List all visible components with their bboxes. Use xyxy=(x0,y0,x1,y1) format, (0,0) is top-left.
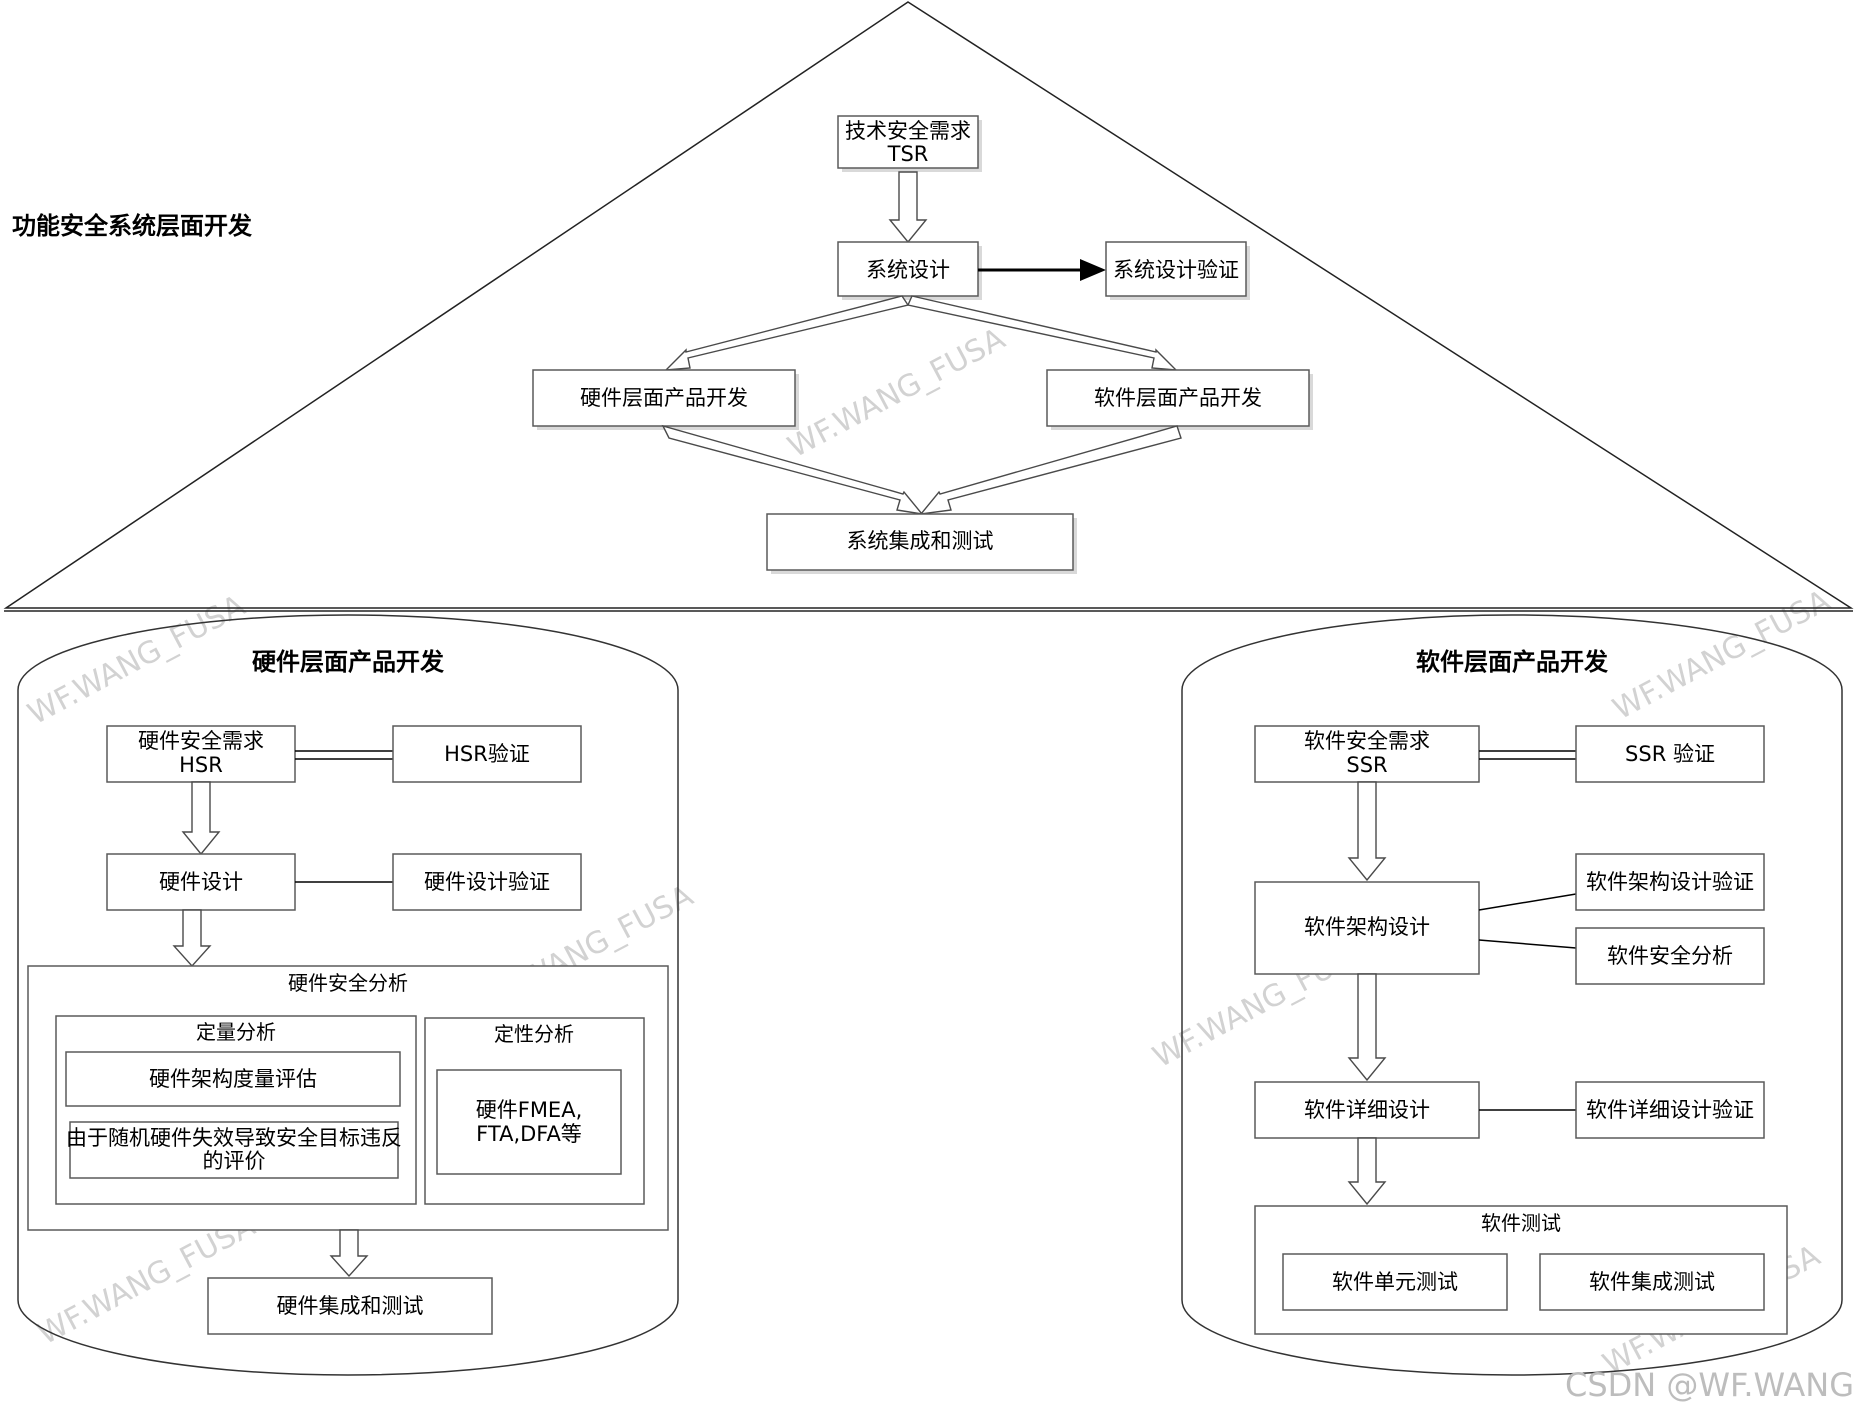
qual-items-label: 硬件FMEA, xyxy=(476,1098,583,1122)
hsr-verify-box xyxy=(392,725,582,783)
quant-label: 定量分析 xyxy=(196,1020,276,1044)
hw-dev-label: 硬件层面产品开发 xyxy=(580,386,748,410)
sw-arch-verify-label: 软件架构设计验证 xyxy=(1586,870,1754,894)
arrow-down-right-icon xyxy=(661,424,924,515)
sw-arch-verify-box xyxy=(1575,853,1765,911)
arrow-down-icon xyxy=(329,1229,369,1278)
sw-test-label: 软件测试 xyxy=(1481,1211,1561,1235)
arrow-down-icon xyxy=(172,909,212,968)
sw-dev-label: 软件层面产品开发 xyxy=(1094,386,1262,410)
arrow-down-right-icon xyxy=(907,295,1178,371)
sw-detail-verify-box xyxy=(1575,1081,1765,1139)
qual-items-box xyxy=(436,1069,622,1175)
system-title: 功能安全系统层面开发 xyxy=(12,212,252,240)
sw-dev-box xyxy=(1046,369,1310,427)
system-triangle xyxy=(3,1,1854,609)
tsr-box xyxy=(837,115,979,169)
quant-random-label: 的评价 xyxy=(203,1149,266,1173)
tsr-label: 技术安全需求 xyxy=(845,119,971,143)
sw-unit-test-label: 软件单元测试 xyxy=(1332,1270,1458,1294)
arrow-down-icon xyxy=(181,781,221,856)
watermark: WF.WANG_FUSA xyxy=(22,588,251,732)
system-integration-label: 系统集成和测试 xyxy=(847,529,994,553)
ssr-verify-label: SSR 验证 xyxy=(1625,742,1715,766)
sw-arch-label: 软件架构设计 xyxy=(1304,915,1430,939)
qual-label: 定性分析 xyxy=(494,1022,574,1046)
quant-metric-label: 硬件架构度量评估 xyxy=(149,1067,317,1091)
footer-brand: CSDN @WF.WANG xyxy=(1565,1366,1854,1404)
quant-random-box xyxy=(69,1121,399,1179)
sw-int-test-box xyxy=(1539,1253,1765,1311)
sw-cylinder xyxy=(1181,614,1843,1376)
hsr-box xyxy=(106,725,296,783)
hardware-level: 硬件层面产品开发 硬件安全需求 HSR HSR验证 硬件设计 硬件设计验证 硬件… xyxy=(17,614,679,1376)
quant-metric-box xyxy=(65,1051,401,1107)
arrow-down-left-icon xyxy=(664,295,910,371)
hw-design-verify-label: 硬件设计验证 xyxy=(424,870,550,894)
watermark: WF.WANG_FUSA xyxy=(782,321,1011,465)
system-design-verify-box xyxy=(1105,241,1247,297)
hw-analysis-label: 硬件安全分析 xyxy=(288,971,408,995)
hw-integration-label: 硬件集成和测试 xyxy=(277,1294,424,1318)
hsr-verify-label: HSR验证 xyxy=(444,742,530,766)
hsr-label: HSR xyxy=(179,753,223,777)
hw-design-verify-box xyxy=(392,853,582,911)
arrow-down-left-icon xyxy=(919,425,1182,515)
qual-items-label: FTA,DFA等 xyxy=(476,1122,582,1146)
sw-title: 软件层面产品开发 xyxy=(1416,648,1608,676)
system-design-verify-label: 系统设计验证 xyxy=(1113,258,1239,282)
sw-unit-test-box xyxy=(1282,1253,1508,1311)
system-level: 功能安全系统层面开发 技术安全需求 TSR 系统设计 系统设计验证 硬件层面产品… xyxy=(3,1,1854,612)
hw-design-label: 硬件设计 xyxy=(159,870,243,894)
sw-safety-analysis-label: 软件安全分析 xyxy=(1607,944,1733,968)
hw-dev-box xyxy=(532,369,796,427)
arrow-right-icon xyxy=(1080,259,1106,281)
ssr-box xyxy=(1254,725,1480,783)
arrow-down-icon xyxy=(1347,973,1387,1082)
hw-title: 硬件层面产品开发 xyxy=(252,648,444,676)
arrow-down-icon xyxy=(1347,781,1387,882)
ssr-label: 软件安全需求 xyxy=(1304,729,1430,753)
system-design-label: 系统设计 xyxy=(866,258,950,282)
system-design-box xyxy=(837,241,979,297)
arrow-down-icon xyxy=(1347,1137,1387,1206)
sw-detail-label: 软件详细设计 xyxy=(1304,1098,1430,1122)
sw-safety-analysis-box xyxy=(1575,927,1765,985)
hw-design-box xyxy=(106,853,296,911)
sw-detail-verify-label: 软件详细设计验证 xyxy=(1586,1098,1754,1122)
quant-random-label: 由于随机硬件失效导致安全目标违反 xyxy=(66,1126,402,1150)
ssr-verify-box xyxy=(1575,725,1765,783)
sw-arch-box xyxy=(1254,881,1480,975)
hsr-label: 硬件安全需求 xyxy=(138,729,264,753)
tsr-label: TSR xyxy=(887,142,929,166)
hw-integration-box xyxy=(207,1277,493,1335)
watermark: WF.WANG_FUSA xyxy=(1607,583,1836,727)
hw-cylinder xyxy=(17,614,679,1376)
sw-int-test-label: 软件集成测试 xyxy=(1589,1270,1715,1294)
software-level: 软件层面产品开发 软件安全需求 SSR SSR 验证 软件架构设计 软件架构设计… xyxy=(1181,614,1843,1376)
arrow-down-icon xyxy=(888,171,928,244)
system-integration-box xyxy=(766,513,1074,571)
ssr-label: SSR xyxy=(1346,753,1387,777)
